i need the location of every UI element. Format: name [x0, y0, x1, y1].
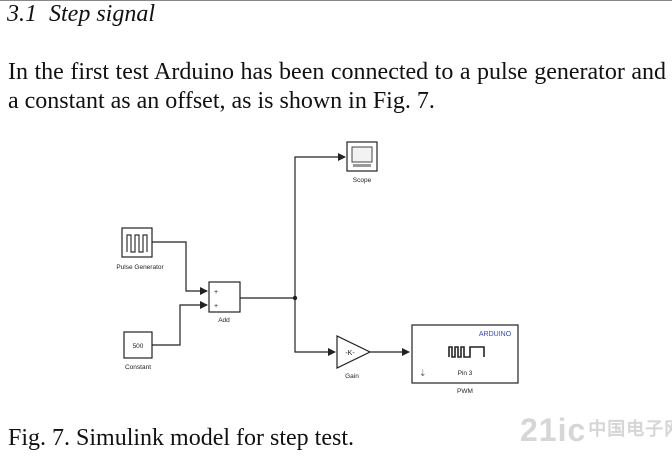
line-to-gain: [294, 298, 336, 356]
body-paragraph: In the first test Arduino has been conne…: [8, 59, 666, 114]
add-port-2: +: [214, 303, 218, 310]
arduino-pwm-block: ARDUINO Pin 3 ⇣ PWM: [411, 324, 519, 395]
gain-value: -K-: [345, 350, 355, 357]
top-rule: [0, 0, 672, 1]
add-port-1: +: [214, 289, 218, 296]
add-block: + + Add: [208, 281, 241, 324]
constant-label: Constant: [125, 364, 151, 371]
line-pulse-to-add: [152, 241, 208, 295]
pulse-generator-label: Pulse Generator: [116, 264, 164, 271]
figure-caption: Fig. 7. Simulink model for step test.: [8, 425, 354, 451]
section-title: Step signal: [49, 1, 155, 27]
branch-point: [292, 295, 298, 301]
arduino-title: ARDUINO: [479, 331, 512, 338]
input-arrow-icon: ⇣: [419, 368, 427, 378]
arduino-pin: Pin 3: [458, 370, 473, 377]
add-label: Add: [218, 317, 230, 324]
scope-label: Scope: [353, 177, 372, 184]
constant-block: 500 Constant: [123, 331, 153, 371]
scope-block: Scope: [346, 141, 378, 184]
gain-label: Gain: [345, 373, 359, 380]
signal-lines: [152, 153, 410, 356]
section-number: 3.1: [7, 1, 37, 27]
line-constant-to-add: [152, 301, 208, 346]
arduino-label: PWM: [457, 388, 473, 395]
watermark-text: 21ic: [520, 412, 587, 448]
watermark-cn: 中国电子网: [588, 419, 672, 439]
line-to-scope: [294, 153, 346, 298]
section-heading: 3.1 Step signal: [7, 1, 155, 28]
pwm-icon: [448, 346, 485, 358]
pulse-icon: [126, 234, 148, 253]
gain-block: -K- Gain: [336, 335, 372, 380]
constant-value: 500: [133, 343, 144, 350]
pulse-generator-block: Pulse Generator: [116, 227, 164, 271]
watermark-logo: 21ic中国电子网: [520, 412, 672, 449]
